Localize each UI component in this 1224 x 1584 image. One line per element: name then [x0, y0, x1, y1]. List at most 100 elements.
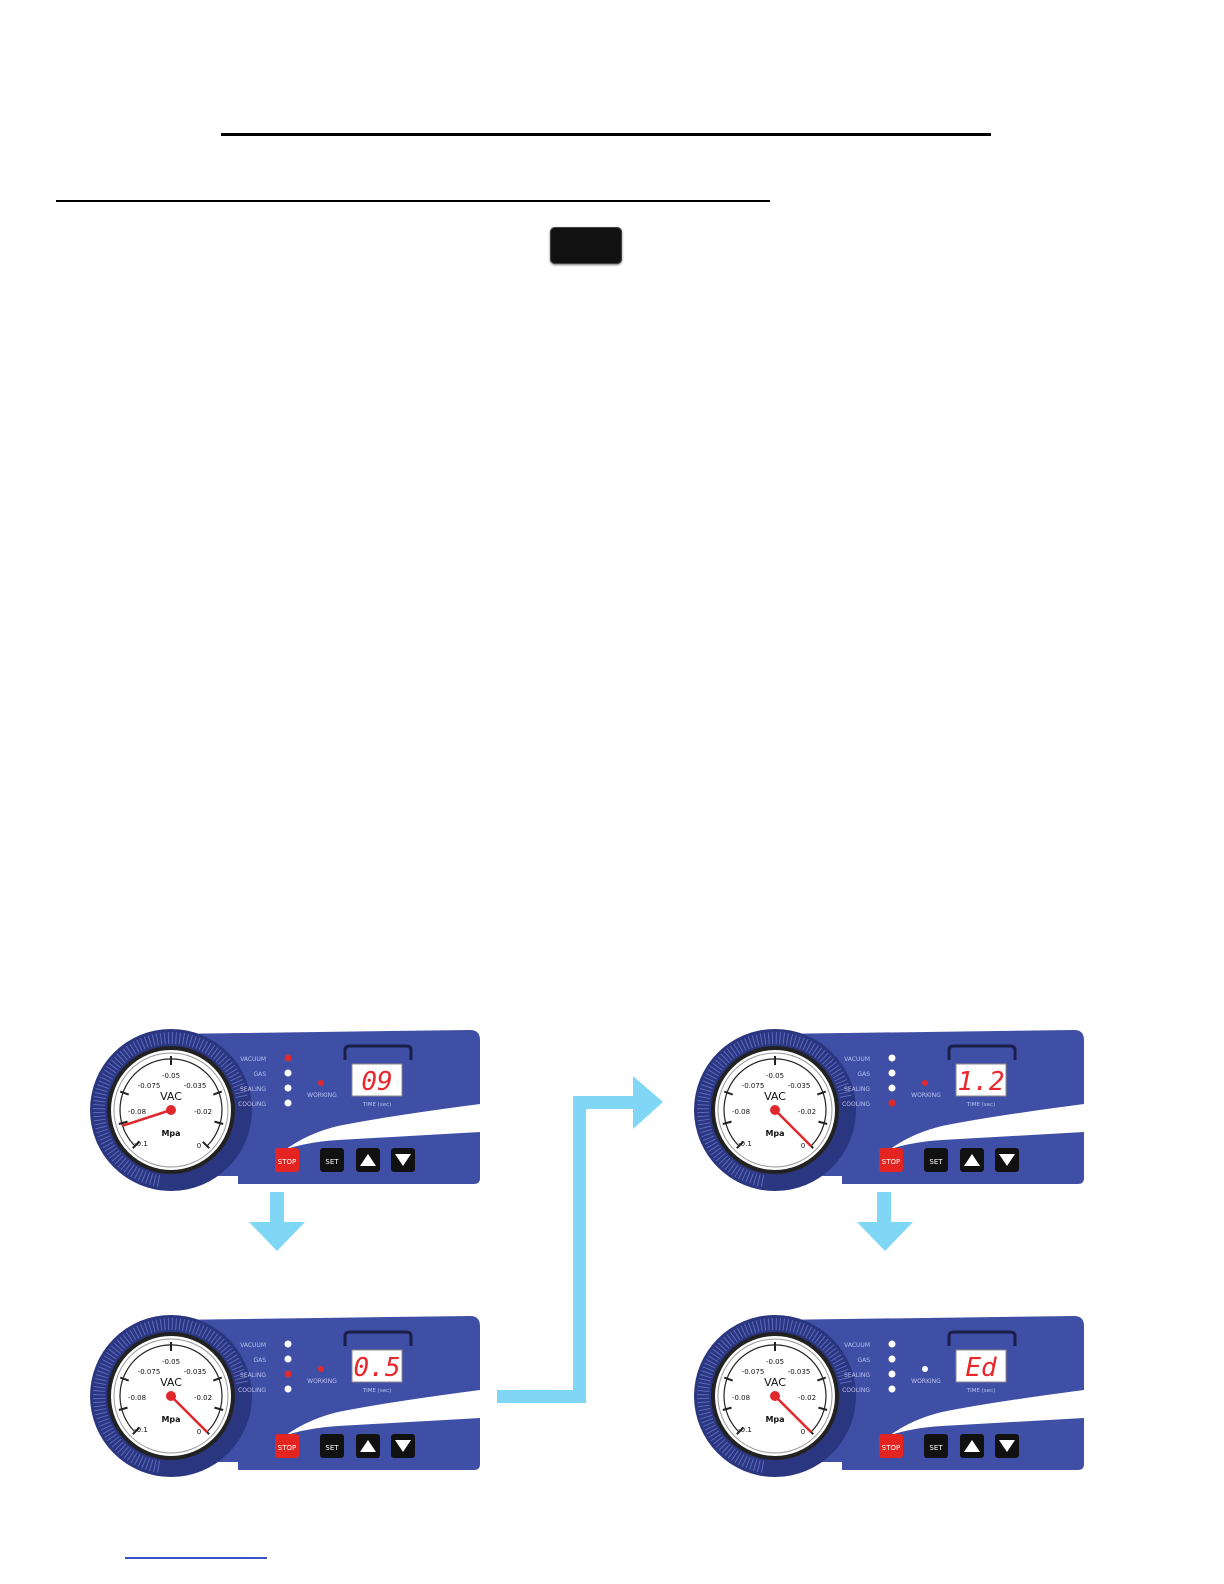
- gauge-hub: [770, 1391, 780, 1401]
- indicator-label-gas: GAS: [857, 1357, 870, 1364]
- gauge-label-0075: -0.075: [138, 1368, 161, 1376]
- gauge-label-002: -0.02: [798, 1394, 816, 1402]
- stop-button[interactable]: STOP: [879, 1434, 903, 1458]
- gauge-label-002: -0.02: [194, 1108, 212, 1116]
- gauge-label-008: -0.08: [732, 1394, 750, 1402]
- stop-button[interactable]: STOP: [275, 1148, 299, 1172]
- down-button[interactable]: [391, 1148, 415, 1172]
- working-label: WORKING: [911, 1092, 941, 1099]
- working-label: WORKING: [911, 1378, 941, 1385]
- up-button[interactable]: [356, 1434, 380, 1458]
- set-button[interactable]: SET: [924, 1434, 948, 1458]
- gauge-label-0035: -0.035: [788, 1082, 811, 1090]
- gauge-label-zero: 0: [197, 1142, 201, 1150]
- indicator-label-vacuum: VACUUM: [240, 1056, 266, 1063]
- gauge-label-0075: -0.075: [742, 1368, 765, 1376]
- indicator-led-gas: [285, 1070, 292, 1077]
- indicator-led-sealing: [889, 1371, 896, 1378]
- working-led: [318, 1080, 324, 1086]
- indicator-label-gas: GAS: [253, 1071, 266, 1078]
- stop-button[interactable]: STOP: [275, 1434, 299, 1458]
- control-panel-1: -0.1-0.08-0.075-0.05-0.035-0.020VACMpaVA…: [88, 1026, 488, 1196]
- up-button[interactable]: [960, 1148, 984, 1172]
- set-button[interactable]: SET: [320, 1148, 344, 1172]
- gauge-hub: [166, 1105, 176, 1115]
- gauge-unit-label: Mpa: [765, 1415, 784, 1424]
- set-button[interactable]: SET: [320, 1434, 344, 1458]
- up-button[interactable]: [356, 1148, 380, 1172]
- time-label: TIME (sec): [362, 1388, 392, 1394]
- gauge-label-005: -0.05: [162, 1072, 180, 1080]
- indicator-label-cooling: COOLING: [842, 1101, 870, 1108]
- svg-text:SET: SET: [325, 1158, 339, 1166]
- indicator-led-vacuum: [285, 1055, 292, 1062]
- arrow-down-1: [249, 1192, 305, 1251]
- down-button[interactable]: [995, 1434, 1019, 1458]
- gauge-unit-label: Mpa: [161, 1415, 180, 1424]
- svg-text:STOP: STOP: [882, 1444, 900, 1452]
- set-button[interactable]: SET: [924, 1148, 948, 1172]
- working-led: [922, 1366, 928, 1372]
- svg-text:STOP: STOP: [278, 1444, 296, 1452]
- indicator-led-sealing: [889, 1085, 896, 1092]
- svg-text:SET: SET: [325, 1444, 339, 1452]
- indicator-label-vacuum: VACUUM: [240, 1342, 266, 1349]
- indicator-label-cooling: COOLING: [842, 1387, 870, 1394]
- gauge-label-008: -0.08: [128, 1394, 146, 1402]
- gauge-unit-label: Mpa: [765, 1129, 784, 1138]
- gauge-label-008: -0.08: [732, 1108, 750, 1116]
- gauge-label-008: -0.08: [128, 1108, 146, 1116]
- indicator-led-cooling: [889, 1100, 896, 1107]
- indicator-led-vacuum: [889, 1341, 896, 1348]
- indicator-label-vacuum: VACUUM: [844, 1342, 870, 1349]
- svg-text:SET: SET: [929, 1158, 943, 1166]
- indicator-led-gas: [889, 1356, 896, 1363]
- indicator-label-sealing: SEALING: [240, 1086, 266, 1093]
- stop-button[interactable]: STOP: [879, 1148, 903, 1172]
- gauge-label-005: -0.05: [162, 1358, 180, 1366]
- gauge-unit-label: Mpa: [161, 1129, 180, 1138]
- working-label: WORKING: [307, 1092, 337, 1099]
- indicator-label-gas: GAS: [857, 1071, 870, 1078]
- gauge-label-0035: -0.035: [788, 1368, 811, 1376]
- footer-link-underline[interactable]: [125, 1557, 267, 1559]
- indicator-label-sealing: SEALING: [844, 1086, 870, 1093]
- indicator-led-sealing: [285, 1085, 292, 1092]
- indicator-led-sealing: [285, 1371, 292, 1378]
- indicator-led-cooling: [285, 1100, 292, 1107]
- gauge-label-zero: 0: [197, 1428, 201, 1436]
- working-label: WORKING: [307, 1378, 337, 1385]
- down-button[interactable]: [995, 1148, 1019, 1172]
- gauge-label-zero: 0: [801, 1142, 805, 1150]
- gauge-label-min: -0.1: [738, 1140, 752, 1148]
- gauge-label-002: -0.02: [194, 1394, 212, 1402]
- gauge-label-min: -0.1: [134, 1140, 148, 1148]
- gauge-center-label: VAC: [764, 1090, 786, 1103]
- gauge-label-005: -0.05: [766, 1072, 784, 1080]
- gauge-label-min: -0.1: [738, 1426, 752, 1434]
- indicator-led-cooling: [285, 1386, 292, 1393]
- indicator-label-cooling: COOLING: [238, 1101, 266, 1108]
- time-label: TIME (sec): [966, 1102, 996, 1108]
- indicator-label-gas: GAS: [253, 1357, 266, 1364]
- time-label: TIME (sec): [362, 1102, 392, 1108]
- svg-text:STOP: STOP: [882, 1158, 900, 1166]
- control-panel-2: -0.1-0.08-0.075-0.05-0.035-0.020VACMpaVA…: [88, 1312, 488, 1482]
- up-button[interactable]: [960, 1434, 984, 1458]
- gauge-label-0035: -0.035: [184, 1368, 207, 1376]
- gauge-center-label: VAC: [764, 1376, 786, 1389]
- gauge-label-002: -0.02: [798, 1108, 816, 1116]
- display-value: Ed: [965, 1353, 997, 1383]
- indicator-led-gas: [285, 1356, 292, 1363]
- down-button[interactable]: [391, 1434, 415, 1458]
- arrow-elbow-2-to-3: [497, 1076, 663, 1403]
- gauge-label-0075: -0.075: [742, 1082, 765, 1090]
- gauge-hub: [770, 1105, 780, 1115]
- working-led: [922, 1080, 928, 1086]
- indicator-led-gas: [889, 1070, 896, 1077]
- gauge-center-label: VAC: [160, 1376, 182, 1389]
- indicator-led-vacuum: [285, 1341, 292, 1348]
- gauge-label-zero: 0: [801, 1428, 805, 1436]
